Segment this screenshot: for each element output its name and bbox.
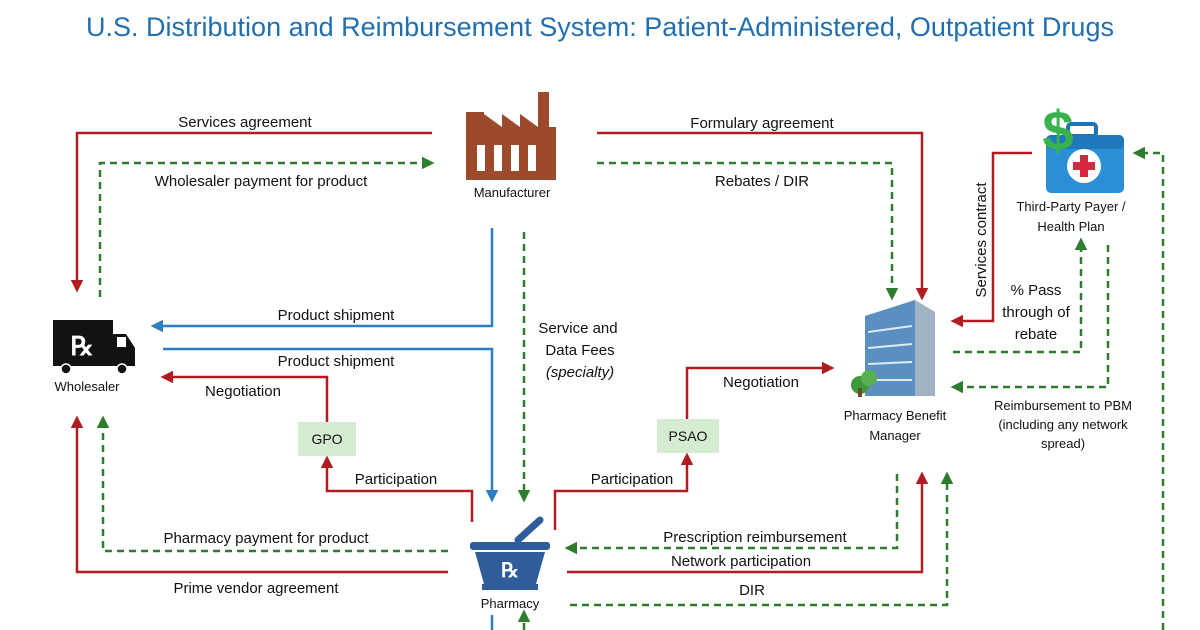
- gpo-participation-arrow: [320, 455, 474, 522]
- prime-vendor-arrow: [70, 415, 448, 574]
- patient-payer-arrow: [1132, 146, 1165, 630]
- wholesaler-payment-arrow: [98, 156, 435, 297]
- medical-bag-dollar-icon: $: [1042, 99, 1124, 193]
- office-building-icon: [851, 300, 935, 397]
- dir-arrow: [570, 471, 954, 607]
- psao-label: PSAO: [669, 428, 708, 444]
- svg-text:$: $: [1042, 99, 1073, 162]
- wholesaler-payment-label: Wholesaler payment for product: [155, 173, 368, 190]
- pharmacy-payment-arrow: [96, 415, 448, 553]
- product-shipment-arrow-2: [163, 347, 499, 503]
- pharmacy-label: Pharmacy: [481, 596, 540, 611]
- prescription-reimbursement-label: Prescription reimbursement: [663, 529, 847, 546]
- gpo-label: GPO: [311, 431, 342, 447]
- pbm-label-line2: Manager: [869, 428, 921, 443]
- reimbursement-pbm-arrow: [950, 245, 1110, 394]
- psao-box: [657, 419, 719, 453]
- pass-through-label-line1: % Pass: [1011, 282, 1062, 299]
- svg-text:℞: ℞: [501, 558, 519, 582]
- network-participation-label: Network participation: [671, 553, 811, 570]
- network-participation-arrow: [567, 471, 929, 574]
- reimbursement-pbm-label-line3: spread): [1041, 436, 1085, 451]
- page-title: U.S. Distribution and Reimbursement Syst…: [86, 12, 1114, 42]
- pass-through-label-line3: rebate: [1015, 326, 1058, 343]
- prime-vendor-label: Prime vendor agreement: [173, 580, 339, 597]
- pass-through-label-line2: through of: [1002, 304, 1070, 321]
- services-agreement-arrow: [70, 131, 432, 293]
- svg-text:℞: ℞: [70, 332, 93, 362]
- wholesaler-label: Wholesaler: [54, 379, 120, 394]
- rx-truck-icon: ℞: [53, 320, 135, 375]
- psao-participation-arrow: [553, 452, 694, 530]
- psao-negotiation-label: Negotiation: [723, 374, 799, 391]
- dir-label: DIR: [739, 582, 765, 599]
- reimbursement-pbm-label-line1: Reimbursement to PBM: [994, 398, 1132, 413]
- pbm-label-line1: Pharmacy Benefit: [844, 408, 947, 423]
- service-fees-label-line1: Service and: [538, 320, 617, 337]
- product-shipment-label-1: Product shipment: [278, 307, 396, 324]
- gpo-participation-label: Participation: [355, 471, 438, 488]
- manufacturer-label: Manufacturer: [474, 185, 551, 200]
- psao-participation-label: Participation: [591, 471, 674, 488]
- reimbursement-pbm-label-line2: (including any network: [998, 417, 1128, 432]
- formulary-agreement-arrow: [597, 131, 929, 301]
- gpo-negotiation-arrow: [160, 370, 329, 422]
- services-contract-arrow: [950, 151, 1032, 328]
- pass-through-arrow: [953, 237, 1088, 354]
- gpo-negotiation-label: Negotiation: [205, 383, 281, 400]
- gpo-box: [298, 422, 356, 456]
- services-agreement-label: Services agreement: [178, 114, 312, 131]
- psao-negotiation-arrow: [685, 361, 835, 419]
- rebates-dir-arrow: [597, 161, 899, 301]
- product-shipment-arrow-1: [150, 228, 494, 333]
- factory-icon: [466, 92, 556, 180]
- prescription-reimbursement-arrow: [564, 474, 899, 555]
- service-fees-label-line2: Data Fees: [545, 342, 614, 359]
- mortar-pestle-icon: ℞: [470, 516, 550, 590]
- service-fees-label-line3: (specialty): [546, 364, 614, 381]
- pharmacy-payment-label: Pharmacy payment for product: [163, 530, 369, 547]
- rebates-dir-label: Rebates / DIR: [715, 173, 809, 190]
- services-contract-label: Services contract: [973, 182, 990, 298]
- payer-label-line2: Health Plan: [1037, 219, 1104, 234]
- product-shipment-label-2: Product shipment: [278, 353, 396, 370]
- formulary-agreement-label: Formulary agreement: [690, 115, 834, 132]
- payer-label-line1: Third-Party Payer /: [1016, 199, 1125, 214]
